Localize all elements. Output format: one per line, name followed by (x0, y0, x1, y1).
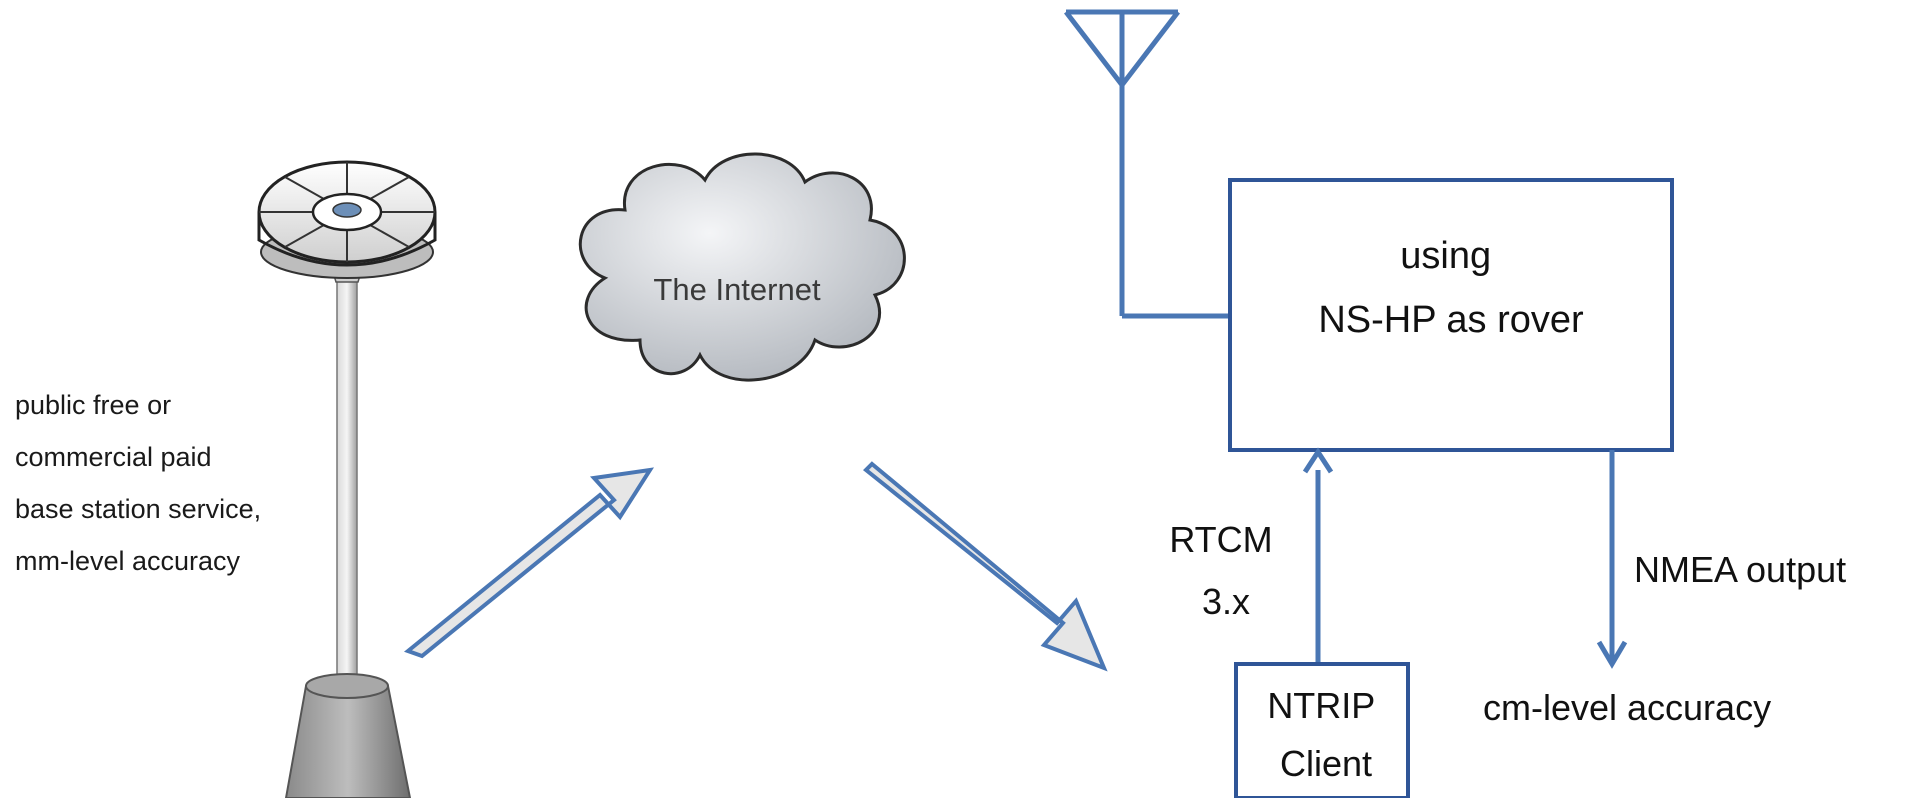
cloud-label: The Internet (653, 272, 821, 307)
antenna-base (284, 685, 412, 798)
upload-arrow-icon (403, 467, 655, 659)
base-station-antenna-icon (257, 160, 437, 798)
rover-antenna-icon (1064, 9, 1230, 319)
ntrip-client-label: NTRIP Client (1267, 685, 1384, 784)
nmea-arrow-icon (1596, 450, 1628, 669)
cm-accuracy-label: cm-level accuracy (1483, 687, 1771, 728)
rover-box (1228, 178, 1674, 452)
ntrip-client-box (1234, 662, 1410, 798)
internet-cloud-icon: The Internet (578, 152, 906, 382)
rtcm-arrow-icon (1302, 447, 1334, 664)
rover-box-label: using NS-HP as rover (1318, 235, 1584, 341)
rtcm-label: RTCM 3.x (1169, 519, 1282, 622)
download-arrow-icon (863, 461, 1108, 672)
base-station-description: public free or commercial paid base stat… (15, 390, 269, 576)
antenna-pole (336, 267, 358, 709)
nmea-output-label: NMEA output (1634, 549, 1846, 590)
